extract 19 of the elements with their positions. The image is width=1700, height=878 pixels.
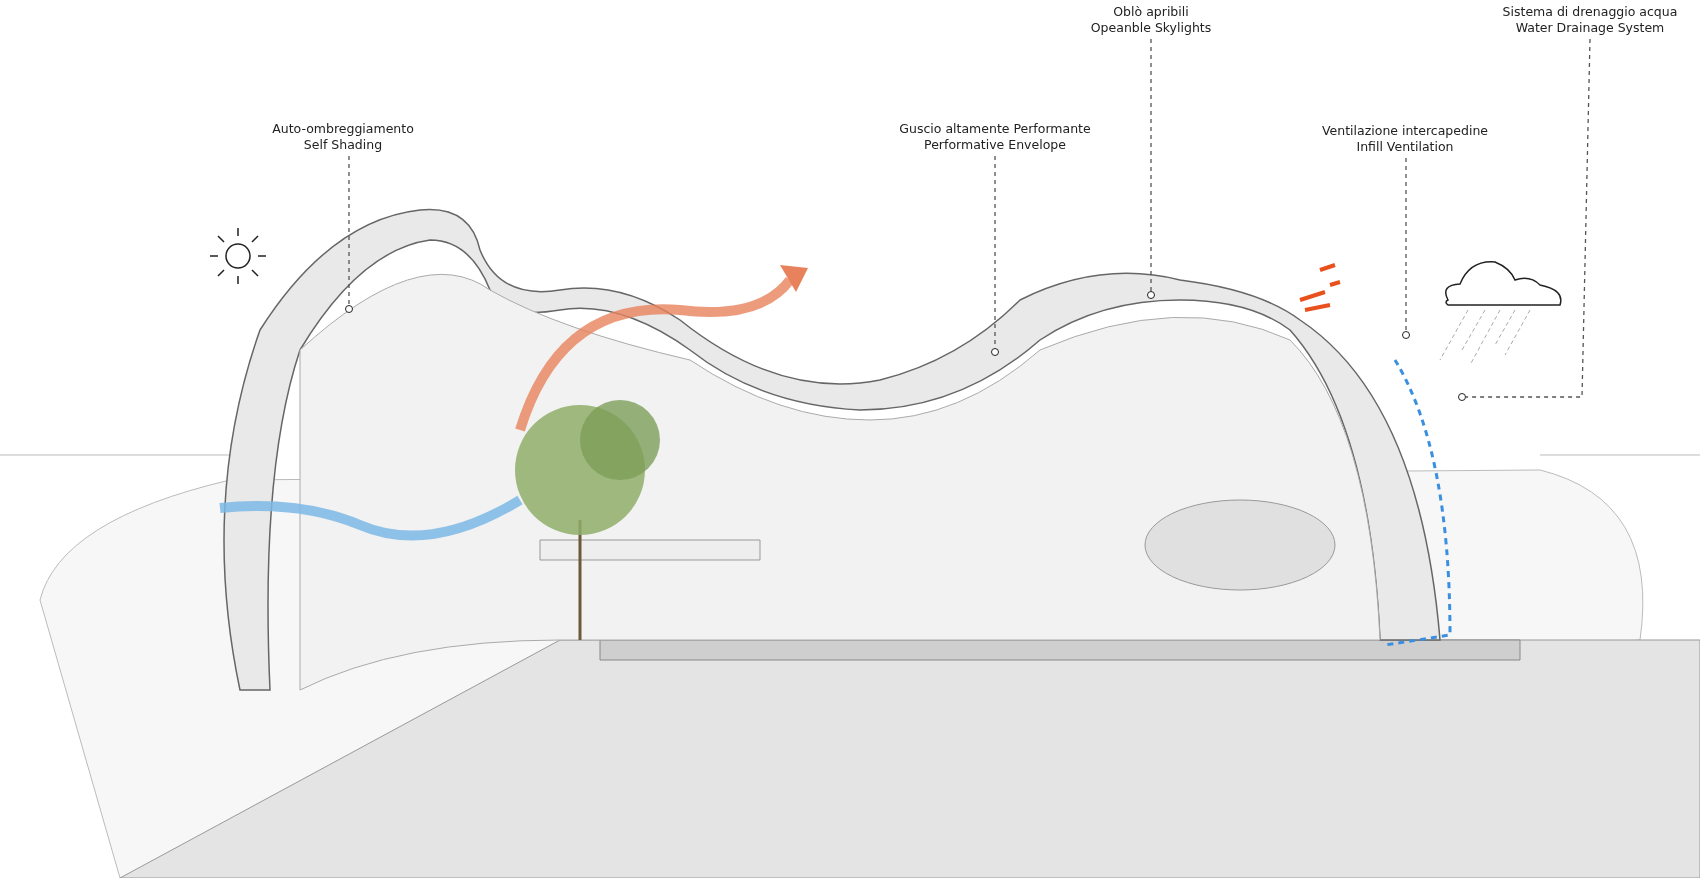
callout-text: Water Drainage System <box>1514 20 1666 36</box>
leader-end-dot <box>345 305 353 313</box>
callout-text: Opeanble Skylights <box>1090 20 1212 36</box>
leader-end-dot <box>991 348 999 356</box>
callout-text: Sistema di drenaggio acqua <box>1502 4 1678 20</box>
callout-text: Self Shading <box>302 137 384 153</box>
leader-end-dot <box>1458 393 1466 401</box>
callout-text: Guscio altamente Performante <box>899 121 1091 137</box>
leader-line <box>1465 38 1591 398</box>
leader-line <box>1150 38 1152 292</box>
leader-end-dot <box>1147 291 1155 299</box>
callout-text: Ventilazione intercapedine <box>1322 123 1488 139</box>
callout-text: Auto-ombreggiamento <box>272 121 414 137</box>
leader-line <box>348 155 350 306</box>
callout-text: Infill Ventilation <box>1355 139 1455 155</box>
leader-end-dot <box>1402 331 1410 339</box>
callout-text: Oblò apribili <box>1112 4 1190 20</box>
callout-text: Performative Envelope <box>923 137 1067 153</box>
leader-line <box>1405 157 1407 332</box>
